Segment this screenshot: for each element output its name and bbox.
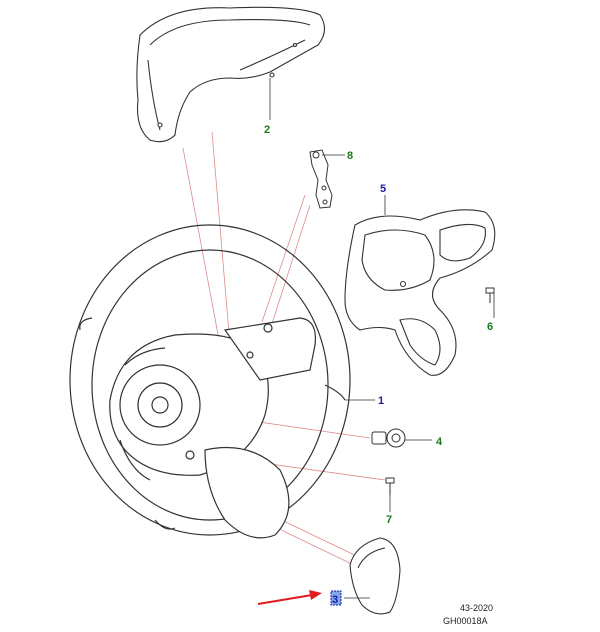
reference-date: 43-2020 bbox=[460, 603, 493, 613]
steering-wheel bbox=[69, 224, 351, 539]
callout-5[interactable]: 5 bbox=[380, 183, 386, 195]
callout-3-highlight bbox=[330, 590, 342, 606]
bracket bbox=[309, 149, 333, 209]
screw-lower bbox=[385, 477, 395, 495]
screw bbox=[485, 287, 495, 303]
bolt bbox=[371, 428, 406, 448]
callout-3[interactable]: 3 bbox=[332, 594, 338, 606]
callout-6[interactable]: 6 bbox=[487, 321, 493, 333]
callout-4[interactable]: 4 bbox=[436, 436, 443, 448]
callout-leaders bbox=[269, 78, 495, 599]
callout-8[interactable]: 8 bbox=[347, 150, 353, 162]
callout-1[interactable]: 1 bbox=[378, 395, 384, 407]
lower-trim-cover bbox=[349, 537, 401, 615]
switch-bezel bbox=[344, 209, 496, 376]
upper-shroud bbox=[136, 6, 326, 143]
red-arrow bbox=[257, 590, 322, 605]
callout-labels: 2 8 5 6 1 4 7 3 bbox=[264, 124, 493, 606]
callout-2[interactable]: 2 bbox=[264, 124, 270, 136]
reference-code: GH00018A bbox=[443, 616, 488, 626]
reference-block: 43-2020 GH00018A bbox=[443, 603, 493, 626]
callout-7[interactable]: 7 bbox=[386, 514, 392, 526]
